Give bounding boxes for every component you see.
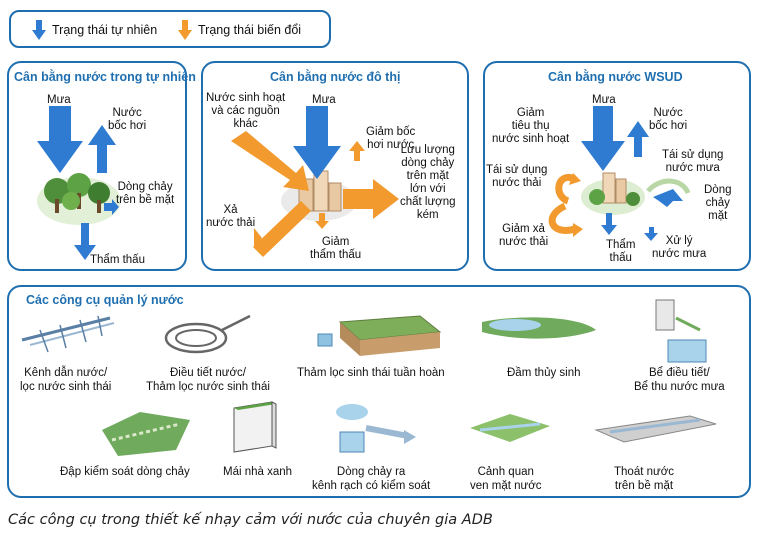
natural-diagram [37, 106, 121, 260]
tool-label-green-roof: Mái nhà xanh [223, 466, 293, 478]
wsud-treat-label: Xử lý nước mưa [652, 235, 707, 260]
urban-evap-label: Giảm bốc hơi nước [366, 126, 416, 151]
tool-label-swale: Kênh dẫn nước/ lọc nước sinh thái [20, 367, 112, 393]
waterfront-icon [470, 414, 550, 442]
wsud-diagram [548, 106, 691, 241]
legend-natural-label: Trạng thái tự nhiên [52, 23, 158, 37]
wetland-platform-icon [317, 315, 442, 356]
legend-box [9, 10, 331, 48]
natural-runoff-label: Dòng chảy trên bề mặt [116, 181, 175, 206]
natural-panel-title: Cân bằng nước trong tự nhiên [14, 70, 196, 84]
outlet-icon [336, 404, 416, 453]
retention-icon [164, 314, 251, 354]
wsud-reuse-waste-label: Tái sử dụng nước thải [486, 164, 548, 189]
wsud-runoff-label: Dòng chảy mặt [704, 184, 732, 222]
wsud-infil-label: Thẩm thấu [606, 239, 636, 264]
wsud-evap-label: Nước bốc hơi [649, 107, 688, 132]
green-roof-icon [233, 401, 277, 453]
green-building-icon [589, 172, 640, 206]
check-dam-icon [102, 412, 190, 456]
natural-infil-label: Thẩm thấu [90, 254, 145, 266]
wsud-balance-panel [483, 61, 751, 271]
urban-rain-label: Mưa [312, 94, 336, 106]
natural-arrow-icon [32, 20, 46, 40]
tools-panel-title: Các công cụ quản lý nước [26, 293, 184, 307]
urban-panel-title: Cân bằng nước đô thị [270, 70, 401, 84]
tool-label-outlet: Dòng chảy ra kênh rạch có kiểm soát [312, 466, 431, 492]
urban-infil-label: Giảm thẩm thấu [310, 236, 362, 261]
tool-label-wetland-platform: Thảm lọc sinh thái tuần hoàn [297, 367, 445, 379]
wsud-panel-title: Cân bằng nước WSUD [548, 70, 683, 84]
pond-icon [482, 317, 596, 339]
urban-runoff-label: Lưu lượng dòng chảy trên mặt lớn với chấ… [400, 144, 456, 221]
tool-label-surface-drain: Thoát nước trên bề mặt [614, 466, 674, 492]
wsud-rain-label: Mưa [592, 94, 616, 106]
urban-supply-label: Nước sinh hoạt và các nguồn khác [206, 92, 286, 130]
figure-caption: Các công cụ trong thiết kế nhạy cảm với … [8, 512, 493, 528]
wsud-reduce-discharge-label: Giảm xả nước thải [499, 223, 549, 248]
tank-icon [655, 299, 707, 363]
urban-discharge-label: Xả nước thải [206, 204, 256, 229]
trees-icon [44, 173, 110, 213]
natural-rain-label: Mưa [47, 94, 71, 106]
wsud-reduce-use-label: Giảm tiêu thụ nước sinh hoạt [492, 107, 570, 145]
tool-label-pond: Đầm thủy sinh [507, 367, 581, 379]
surface-drain-icon [594, 415, 717, 443]
tool-label-retention: Điều tiết nước/ Thảm lọc nước sinh thái [146, 367, 270, 393]
tool-label-check-dam: Đập kiểm soát dòng chảy [60, 466, 190, 478]
tool-label-waterfront: Cảnh quan ven mặt nước [470, 466, 542, 492]
urban-diagram [231, 106, 399, 257]
tool-label-tank: Bể điều tiết/ Bể thu nước mưa [634, 367, 725, 393]
natural-evap-label: Nước bốc hơi [108, 107, 147, 132]
transformed-arrow-icon [178, 20, 192, 40]
swale-icon [21, 315, 115, 353]
wsud-reuse-rain-label: Tái sử dụng nước mưa [662, 149, 724, 174]
legend-transformed-label: Trạng thái biến đổi [198, 23, 302, 37]
urban-balance-panel [201, 61, 469, 271]
